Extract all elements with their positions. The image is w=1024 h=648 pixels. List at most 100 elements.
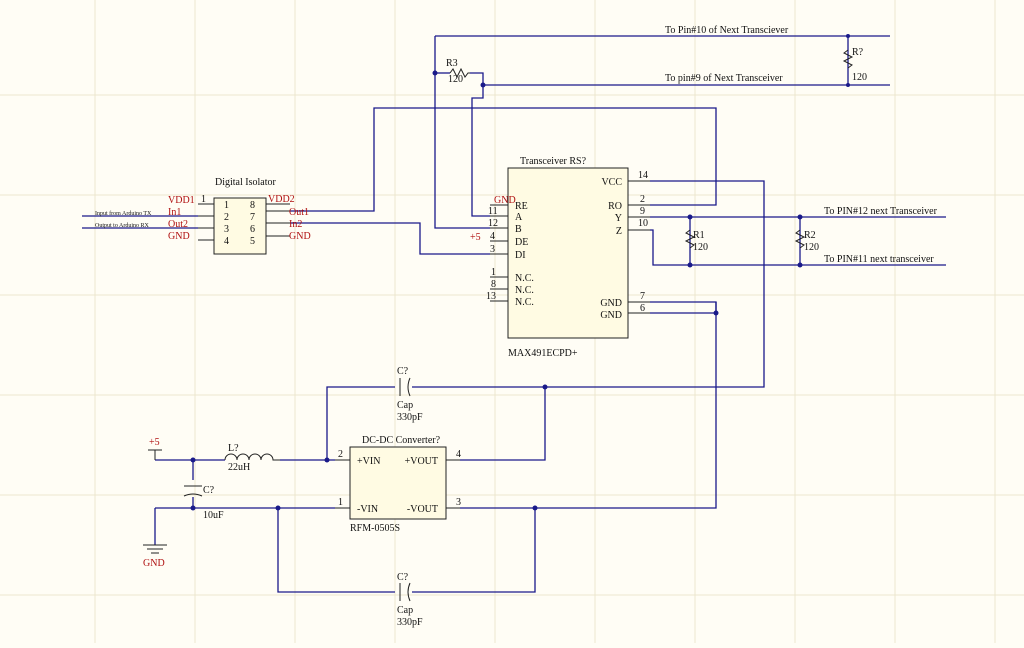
cap-bottom-type: Cap xyxy=(397,605,413,616)
transceiver-part: MAX491ECPD+ xyxy=(508,348,578,359)
digital-isolator-chip[interactable]: Digital Isolator VDD1 In1 Out2 GND 1 1 2… xyxy=(95,177,311,255)
net-arduino-tx: Input from Arduino TX xyxy=(95,210,152,217)
pin-nc3-num: 13 xyxy=(486,291,496,302)
capacitor-input[interactable]: C? 10uF xyxy=(183,485,224,521)
resistor-r2[interactable]: R2 120 xyxy=(794,229,819,253)
iso-out1-label: Out1 xyxy=(289,207,309,218)
cap-input-ref: C? xyxy=(203,485,215,496)
net-arduino-rx: Output to Arduino RX xyxy=(95,223,150,229)
resistor-r-top[interactable]: R? 120 xyxy=(842,47,867,83)
pin-vcc-num: 14 xyxy=(638,170,648,181)
cap-bottom-ref: C? xyxy=(397,572,409,583)
net-label-pin10: To Pin#10 of Next Transciever xyxy=(665,25,789,36)
dcdc-vout-neg-label: -VOUT xyxy=(407,504,438,515)
transceiver-chip[interactable]: Transceiver RS? MAX491ECPD+ RE A B DE DI… xyxy=(470,156,650,359)
pin-gnd2-label: GND xyxy=(600,310,622,321)
inductor-l[interactable]: L? 22uH xyxy=(224,443,280,473)
pin-ro-label: RO xyxy=(608,201,622,212)
pin-de-label: DE xyxy=(515,237,528,248)
iso-gnd2-label: GND xyxy=(289,231,311,242)
r1-ref: R1 xyxy=(693,230,705,241)
dcdc-pin1-num: 1 xyxy=(338,497,343,508)
cap-top-ref: C? xyxy=(397,366,409,377)
iso-pin1-inner: 1 xyxy=(224,200,229,211)
cap-top-value: 330pF xyxy=(397,412,423,423)
dcdc-pin3-num: 3 xyxy=(456,497,461,508)
net-label-pin12: To PIN#12 next Transceiver xyxy=(824,206,938,217)
pin-nc1-num: 1 xyxy=(491,267,496,278)
capacitor-top[interactable]: C? Cap 330pF xyxy=(397,366,423,423)
pin-gnd1-label: GND xyxy=(600,298,622,309)
pin-y-num: 9 xyxy=(640,206,645,217)
dcdc-part: RFM-0505S xyxy=(350,523,400,534)
iso-gnd-label: GND xyxy=(168,231,190,242)
iso-pin2-inner: 2 xyxy=(224,212,229,223)
pin-nc2-label: N.C. xyxy=(515,285,534,296)
iso-pin8-inner: 8 xyxy=(250,200,255,211)
iso-pin3-inner: 3 xyxy=(224,224,229,235)
power-vcc-label: +5 xyxy=(149,437,160,448)
iso-pin5-inner: 5 xyxy=(250,236,255,247)
capacitor-bottom[interactable]: C? Cap 330pF xyxy=(397,572,423,628)
dcdc-vout-pos-label: +VOUT xyxy=(405,456,438,467)
pin-y-label: Y xyxy=(615,213,622,224)
dcdc-converter-chip[interactable]: DC-DC Converter? RFM-0505S +VIN +VOUT -V… xyxy=(335,435,461,534)
dcdc-pin4-num: 4 xyxy=(456,449,461,460)
resistor-r3[interactable]: R3 120 xyxy=(446,58,470,85)
pin-nc2-num: 8 xyxy=(491,279,496,290)
iso-pin6-inner: 6 xyxy=(250,224,255,235)
cap-top-type: Cap xyxy=(397,400,413,411)
net-label-pin11: To PIN#11 next transceiver xyxy=(824,254,934,265)
dcdc-pin2-num: 2 xyxy=(338,449,343,460)
pin-gnd1-num: 7 xyxy=(640,291,645,302)
isolator-title: Digital Isolator xyxy=(215,177,276,188)
transceiver-title: Transceiver RS? xyxy=(520,156,587,167)
resistor-r1[interactable]: R1 120 xyxy=(684,229,708,253)
dcdc-title: DC-DC Converter? xyxy=(362,435,441,446)
power-vcc-symbol: +5 xyxy=(148,437,162,460)
dcdc-vin-neg-label: -VIN xyxy=(357,504,378,515)
pin-re-label: RE xyxy=(515,201,528,212)
dcdc-vin-pos-label: +VIN xyxy=(357,456,380,467)
iso-pin7-inner: 7 xyxy=(250,212,255,223)
iso-pin4-inner: 4 xyxy=(224,236,229,247)
pin-di-num: 3 xyxy=(490,244,495,255)
inductor-ref: L? xyxy=(228,443,239,454)
power-gnd-symbol: GND xyxy=(143,544,167,569)
net-label-pin9: To pin#9 of Next Transceiver xyxy=(665,73,783,84)
cap-input-value: 10uF xyxy=(203,510,224,521)
iso-in2-label: In2 xyxy=(289,219,302,230)
pin-di-label: DI xyxy=(515,250,526,261)
pin-a-label: A xyxy=(515,212,523,223)
power-gnd-label: GND xyxy=(143,558,165,569)
pin-nc1-label: N.C. xyxy=(515,273,534,284)
wires xyxy=(82,35,946,593)
pin-nc3-label: N.C. xyxy=(515,297,534,308)
iso-out2-label: Out2 xyxy=(168,219,188,230)
pin-z-label: Z xyxy=(616,226,622,237)
pin-de-vcc-flag: +5 xyxy=(470,232,481,243)
pin-de-num: 4 xyxy=(490,231,495,242)
pin-z-num: 10 xyxy=(638,218,648,229)
rtop-value: 120 xyxy=(852,72,867,83)
pin-gnd2-num: 6 xyxy=(640,303,645,314)
r3-ref: R3 xyxy=(446,58,458,69)
cap-bottom-value: 330pF xyxy=(397,617,423,628)
r2-value: 120 xyxy=(804,242,819,253)
junctions xyxy=(190,34,850,511)
r3-value: 120 xyxy=(448,74,463,85)
pin-ro-num: 2 xyxy=(640,194,645,205)
pin-vcc-label: VCC xyxy=(601,177,622,188)
pin-b-num: 12 xyxy=(488,218,498,229)
iso-in1-label: In1 xyxy=(168,207,181,218)
iso-vdd2-label: VDD2 xyxy=(268,194,295,205)
rtop-ref: R? xyxy=(852,47,864,58)
inductor-value: 22uH xyxy=(228,462,250,473)
iso-pin1-num: 1 xyxy=(201,194,206,205)
r2-ref: R2 xyxy=(804,230,816,241)
pin-a-num: 11 xyxy=(488,206,498,217)
pin-re-gnd-flag: GND xyxy=(494,195,516,206)
